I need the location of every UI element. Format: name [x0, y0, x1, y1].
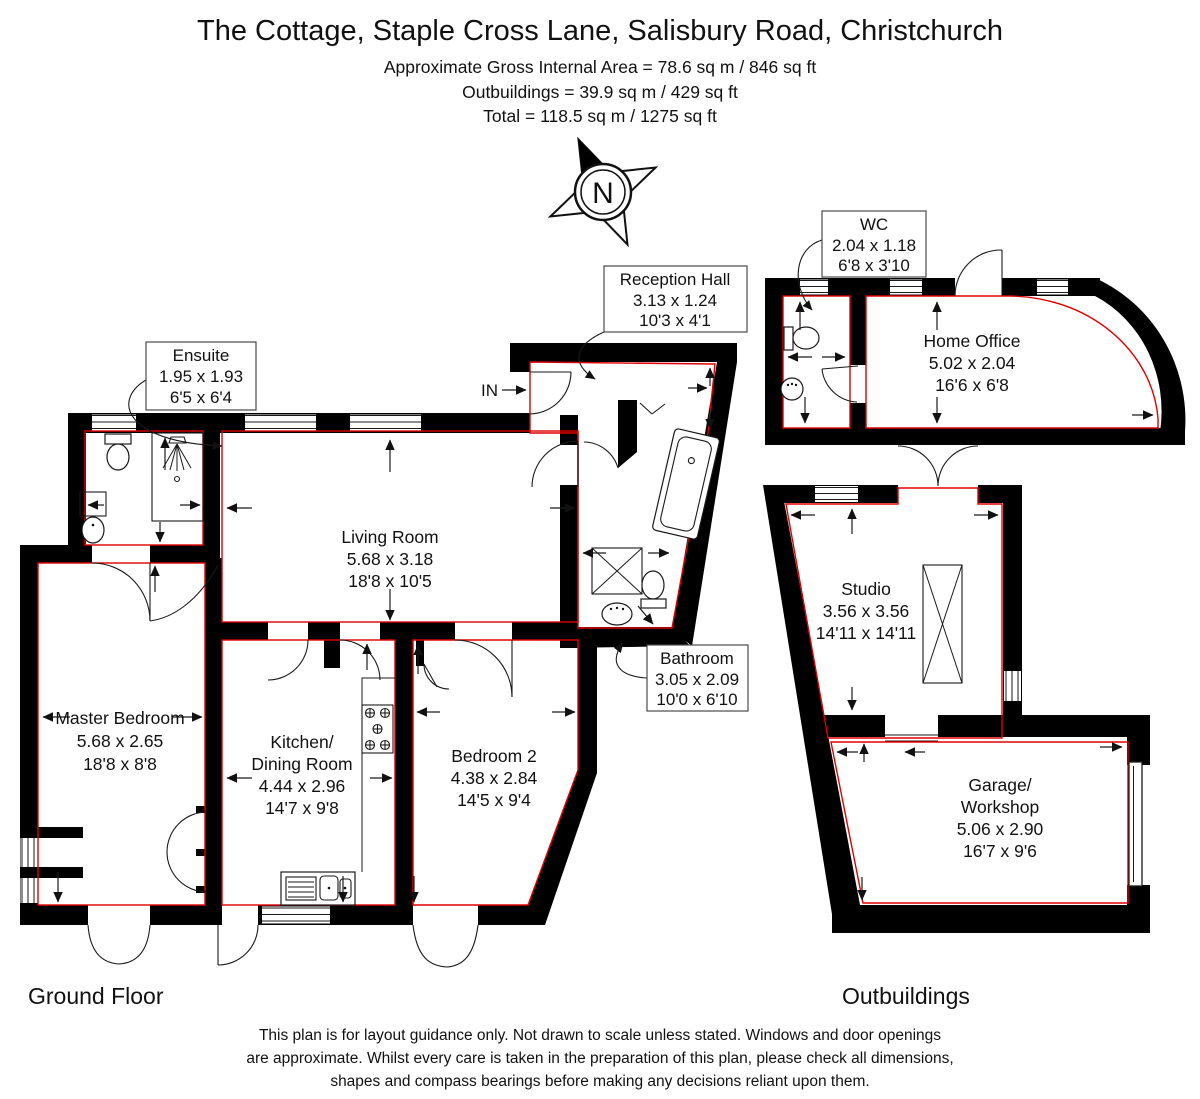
- ensuite-name: Ensuite: [173, 346, 230, 365]
- footer: Ground Floor Outbuildings This plan is f…: [28, 983, 970, 1090]
- entrance-marker: IN: [481, 381, 527, 400]
- wc-sink: [780, 377, 804, 401]
- garage-door: [1128, 761, 1143, 887]
- room-label-master: Master Bedroom 5.68 x 2.65 18'8 x 8'8: [55, 708, 184, 774]
- compass-inner-circle: [580, 169, 626, 215]
- outbuildings-dimension-arrows: [787, 301, 1154, 901]
- wc-metric: 2.04 x 1.18: [832, 236, 916, 255]
- outbuildings-doors: [821, 249, 1003, 487]
- garage-name2: Workshop: [961, 797, 1039, 817]
- master-name: Master Bedroom: [55, 708, 184, 728]
- outbuildings-label: Outbuildings: [842, 983, 970, 1009]
- disclaimer-line-2: are approximate. Whilst every care is ta…: [246, 1050, 953, 1067]
- studio-name: Studio: [841, 579, 891, 599]
- wc-name: WC: [860, 215, 888, 234]
- kitchen-name1: Kitchen/: [270, 732, 333, 752]
- kitchen-counter: [361, 677, 395, 872]
- bathroom-imperial: 10'0 x 6'10: [656, 690, 737, 709]
- office-name: Home Office: [924, 331, 1021, 351]
- living-name: Living Room: [341, 527, 438, 547]
- ensuite-sink: [79, 491, 107, 544]
- ground-floor-dimension-arrows: [42, 367, 715, 903]
- reception-imperial: 10'3 x 4'1: [639, 311, 711, 330]
- disclaimer-line-1: This plan is for layout guidance only. N…: [259, 1027, 941, 1044]
- header: The Cottage, Staple Cross Lane, Salisbur…: [197, 15, 1003, 126]
- ground-floor-windows: [20, 414, 421, 924]
- label-box-bathroom: Bathroom 3.05 x 2.09 10'0 x 6'10: [613, 642, 749, 712]
- area-line-3: Total = 118.5 sq m / 1275 sq ft: [483, 106, 717, 126]
- compass-rose: N: [547, 136, 659, 248]
- room-label-studio: Studio 3.56 x 3.56 14'11 x 14'11: [816, 579, 916, 643]
- living-metric: 5.68 x 3.18: [347, 549, 434, 569]
- master-metric: 5.68 x 2.65: [77, 731, 164, 751]
- office-imperial: 16'6 x 6'8: [935, 375, 1009, 395]
- bathroom-name: Bathroom: [660, 649, 734, 668]
- outbuildings-room-outlines: [782, 295, 1159, 904]
- kitchen-name2: Dining Room: [251, 754, 352, 774]
- garage-imperial: 16'7 x 9'6: [963, 841, 1037, 861]
- studio-imperial: 14'11 x 14'11: [816, 623, 916, 643]
- reception-name: Reception Hall: [620, 270, 731, 289]
- bedroom2-imperial: 14'5 x 9'4: [457, 790, 531, 810]
- entrance-label: IN: [481, 381, 498, 400]
- studio-metric: 3.56 x 3.56: [823, 601, 910, 621]
- ensuite-imperial: 6'5 x 6'4: [170, 388, 232, 407]
- bathroom-metric: 3.05 x 2.09: [655, 670, 739, 689]
- office-metric: 5.02 x 2.04: [929, 353, 1016, 373]
- garage-metric: 5.06 x 2.90: [957, 819, 1044, 839]
- area-line-1: Approximate Gross Internal Area = 78.6 s…: [384, 57, 817, 77]
- kitchen-hob: [361, 704, 394, 754]
- wc-imperial: 6'8 x 3'10: [838, 256, 910, 275]
- kitchen-metric: 4.44 x 2.96: [259, 776, 346, 796]
- bathroom-shower: [591, 547, 643, 595]
- bathroom-sink: [601, 602, 633, 626]
- room-label-bedroom2: Bedroom 2 4.38 x 2.84 14'5 x 9'4: [451, 746, 538, 810]
- wc-toilet: [783, 326, 820, 351]
- room-label-kitchen: Kitchen/ Dining Room 4.44 x 2.96 14'7 x …: [251, 732, 352, 818]
- master-imperial: 18'8 x 8'8: [83, 754, 157, 774]
- ensuite-shower: [151, 432, 204, 522]
- room-label-garage: Garage/ Workshop 5.06 x 2.90 16'7 x 9'6: [957, 775, 1044, 861]
- label-box-ensuite: Ensuite 1.95 x 1.93 6'5 x 6'4: [128, 341, 257, 451]
- room-label-office: Home Office 5.02 x 2.04 16'6 x 6'8: [924, 331, 1021, 395]
- disclaimer-line-3: shapes and compass bearings before makin…: [330, 1073, 869, 1090]
- area-line-2: Outbuildings = 39.9 sq m / 429 sq ft: [462, 82, 738, 102]
- outbuildings-windows: [800, 277, 1068, 745]
- label-box-reception: Reception Hall 3.13 x 1.24 10'3 x 4'1: [578, 265, 748, 380]
- ensuite-metric: 1.95 x 1.93: [159, 367, 243, 386]
- bedroom2-metric: 4.38 x 2.84: [451, 768, 538, 788]
- bedroom2-name: Bedroom 2: [451, 746, 537, 766]
- kitchen-sink: [280, 871, 356, 906]
- kitchen-imperial: 14'7 x 9'8: [265, 798, 339, 818]
- page-title: The Cottage, Staple Cross Lane, Salisbur…: [197, 15, 1003, 47]
- label-box-wc: WC 2.04 x 1.18 6'8 x 3'10: [797, 210, 927, 311]
- living-imperial: 18'8 x 10'5: [348, 571, 432, 591]
- bathroom-bathtub: [652, 428, 720, 540]
- studio-rooflight: [922, 564, 963, 684]
- ground-floor-label: Ground Floor: [28, 983, 164, 1009]
- ensuite-toilet: [104, 433, 132, 471]
- reception-metric: 3.13 x 1.24: [633, 291, 717, 310]
- compass-north-label: N: [592, 177, 614, 210]
- bathroom-toilet: [640, 570, 667, 609]
- garage-name1: Garage/: [968, 775, 1031, 795]
- room-label-living: Living Room 5.68 x 3.18 18'8 x 10'5: [341, 527, 438, 591]
